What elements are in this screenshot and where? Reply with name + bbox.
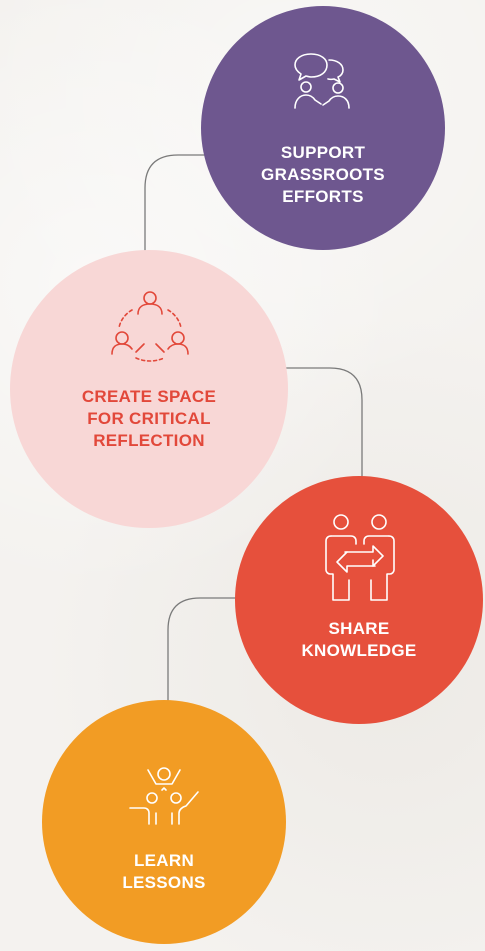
circle-of-people-icon	[110, 290, 190, 371]
connector-1-2	[144, 154, 228, 265]
connector-3-4	[167, 597, 238, 712]
exchange-people-icon	[323, 514, 397, 609]
step-support-grassroots-efforts: SUPPORT GRASSROOTS EFFORTS	[201, 6, 445, 250]
step-label: SUPPORT GRASSROOTS EFFORTS	[261, 143, 385, 206]
step-label: SHARE KNOWLEDGE	[301, 619, 417, 660]
step-label: CREATE SPACE FOR CRITICAL REFLECTION	[81, 387, 217, 450]
celebrating-people-icon	[128, 766, 200, 833]
connector-2-3	[286, 367, 363, 485]
step-label: LEARN LESSONS	[122, 851, 206, 892]
step-learn-lessons: LEARN LESSONS	[42, 700, 286, 944]
step-share-knowledge: SHARE KNOWLEDGE	[235, 476, 483, 724]
step-create-space-for-critical-reflection: CREATE SPACE FOR CRITICAL REFLECTION	[10, 250, 288, 528]
conversation-people-icon	[291, 50, 355, 117]
